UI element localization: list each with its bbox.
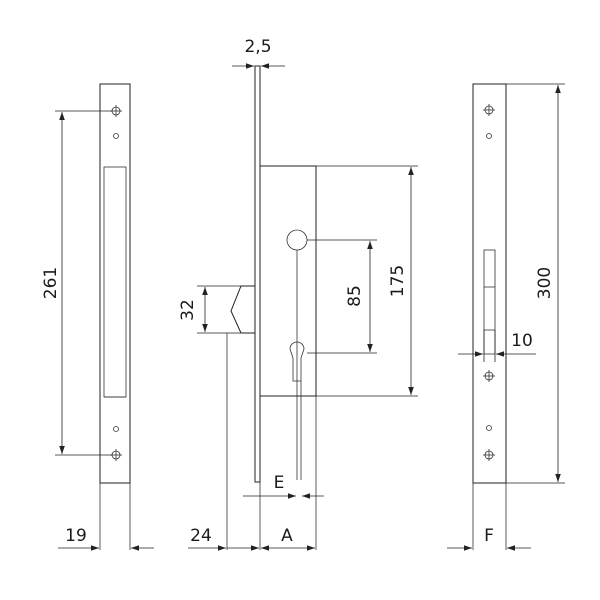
side-view: 2,5 32 85 175 E 24 A xyxy=(178,37,418,551)
width-left-label: 19 xyxy=(65,526,87,546)
backset-label: 24 xyxy=(190,526,212,546)
bolt-label: 10 xyxy=(511,331,533,351)
height-left-label: 261 xyxy=(41,267,61,299)
spacing-label: 85 xyxy=(345,285,365,307)
latch-label: 32 xyxy=(178,299,198,321)
left-faceplate xyxy=(99,83,131,484)
thickness-label: 2,5 xyxy=(244,37,271,57)
cylinder-profile xyxy=(289,341,305,382)
side-faceplate xyxy=(254,65,261,483)
case-height-label: 175 xyxy=(388,265,408,297)
screw-icon xyxy=(483,449,495,461)
hole-icon xyxy=(113,133,119,139)
height-right-label: 300 xyxy=(535,267,555,299)
latch xyxy=(230,285,255,334)
hole-icon xyxy=(113,426,119,432)
right-faceplate xyxy=(472,83,507,484)
hole-icon xyxy=(486,425,492,431)
screw-icon xyxy=(483,370,495,382)
e-label: E xyxy=(274,473,285,493)
right-faceplate-view: 300 10 F xyxy=(447,83,565,551)
a-label: A xyxy=(281,526,293,546)
f-label: F xyxy=(484,526,494,546)
left-faceplate-view: 261 19 xyxy=(41,83,154,551)
lock-case xyxy=(259,165,317,397)
screw-icon xyxy=(483,104,495,116)
bolt xyxy=(483,249,496,355)
hole-icon xyxy=(486,133,492,139)
